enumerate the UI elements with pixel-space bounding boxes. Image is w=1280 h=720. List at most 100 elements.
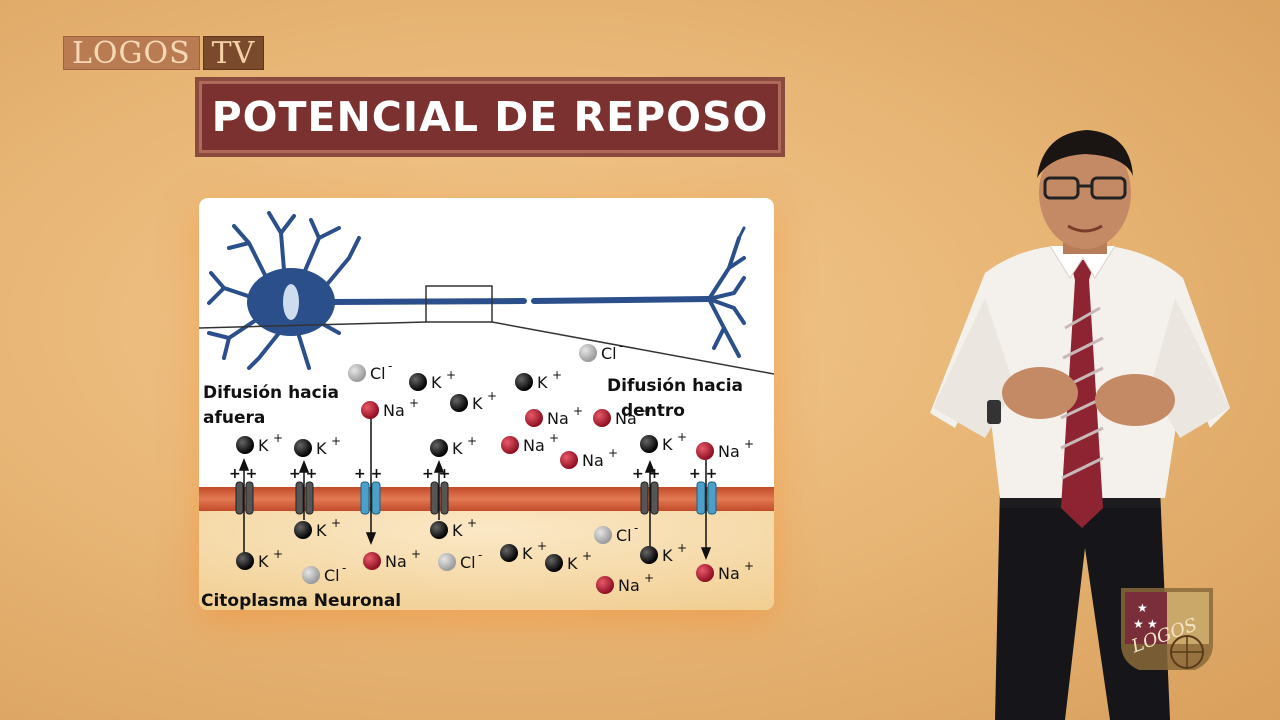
svg-text:Cl: Cl xyxy=(601,344,617,363)
ion-k: K+ xyxy=(294,434,341,458)
svg-text:K: K xyxy=(452,521,463,540)
star-icon: ★ xyxy=(1147,617,1158,631)
potassium-channel-2 xyxy=(295,481,314,515)
svg-text:Na: Na xyxy=(618,576,640,595)
svg-text:+: + xyxy=(467,434,477,448)
svg-text:Cl: Cl xyxy=(370,364,386,383)
logos-academy-badge: ★ ★ ★ LOGOS xyxy=(1117,584,1217,678)
svg-text:K: K xyxy=(472,394,483,413)
cell-membrane xyxy=(199,487,774,511)
svg-text:Na: Na xyxy=(718,442,740,461)
logos-academy-emblem: ★ ★ ★ LOGOS xyxy=(1121,588,1213,670)
svg-text:+: + xyxy=(677,541,687,555)
title-banner: POTENCIAL DE REPOSO xyxy=(195,77,785,157)
ion-cl: Cl- xyxy=(438,548,482,572)
svg-text:Na: Na xyxy=(385,552,407,571)
svg-text:Na: Na xyxy=(547,409,569,428)
svg-text:Na: Na xyxy=(718,564,740,583)
svg-text:K: K xyxy=(452,439,463,458)
star-icon: ★ xyxy=(1137,601,1148,615)
svg-text:-: - xyxy=(619,339,623,353)
ion-k: K+ xyxy=(294,516,341,540)
potassium-channel-3 xyxy=(430,481,449,515)
ion-na: Na+ xyxy=(593,404,651,428)
ion-cl: Cl- xyxy=(579,339,623,363)
svg-text:+: + xyxy=(644,571,654,585)
svg-text:K: K xyxy=(258,436,269,455)
svg-text:K: K xyxy=(316,439,327,458)
ion-na: Na + xyxy=(361,396,419,420)
ion-k: K+ xyxy=(640,541,687,565)
ion-k: K+ xyxy=(500,539,547,563)
svg-text:+: + xyxy=(331,434,341,448)
svg-text:K: K xyxy=(522,544,533,563)
logo-part-logos: LOGOS xyxy=(63,36,200,71)
ion-k: K+ xyxy=(545,549,592,573)
svg-text:-: - xyxy=(478,548,482,562)
ion-na: Na + xyxy=(525,404,583,428)
ion-k: K+ xyxy=(450,389,497,413)
label-cytoplasm: Citoplasma Neuronal xyxy=(201,591,401,610)
svg-text:+: + xyxy=(608,446,618,460)
svg-text:K: K xyxy=(567,554,578,573)
svg-text:+ +: + + xyxy=(632,466,660,482)
svg-text:+ +: + + xyxy=(422,466,450,482)
label-inward-diffusion-2: dentro xyxy=(621,401,685,421)
svg-text:+: + xyxy=(677,430,687,444)
svg-text:+: + xyxy=(744,559,754,573)
ion-na: Na + xyxy=(560,446,618,470)
svg-text:+ +: + + xyxy=(229,466,257,482)
ion-na: Na + xyxy=(596,571,654,595)
svg-text:+: + xyxy=(273,431,283,445)
ion-cl: Cl- xyxy=(594,521,638,545)
ion-cl: Cl- xyxy=(302,561,346,585)
svg-text:Cl: Cl xyxy=(616,526,632,545)
svg-text:+: + xyxy=(552,368,562,382)
ion-cl: Cl- xyxy=(348,359,392,383)
ion-k: K+ xyxy=(236,431,283,455)
svg-text:K: K xyxy=(662,546,673,565)
svg-text:+: + xyxy=(446,368,456,382)
presenter-figure xyxy=(930,130,1230,720)
svg-text:+: + xyxy=(331,516,341,530)
neuron-illustration xyxy=(207,211,746,370)
channel-charges: + + + + + + + + + + + + xyxy=(229,466,717,482)
ion-na: Na + xyxy=(696,559,754,583)
svg-text:Cl: Cl xyxy=(460,553,476,572)
diagram-svg: Difusión hacia afuera Difusión hacia den… xyxy=(199,211,774,610)
svg-text:-: - xyxy=(634,521,638,535)
svg-text:K: K xyxy=(537,373,548,392)
svg-text:+: + xyxy=(273,547,283,561)
svg-text:+: + xyxy=(467,516,477,530)
potassium-channel-1 xyxy=(235,481,254,515)
svg-text:+ +: + + xyxy=(354,466,382,482)
svg-text:Na: Na xyxy=(582,451,604,470)
svg-text:+: + xyxy=(537,539,547,553)
ion-k: K+ xyxy=(236,547,283,571)
svg-text:+: + xyxy=(411,547,421,561)
svg-text:+: + xyxy=(641,404,651,418)
svg-text:-: - xyxy=(342,561,346,575)
svg-text:K: K xyxy=(316,521,327,540)
svg-text:Na: Na xyxy=(383,401,405,420)
resting-potential-diagram: Difusión hacia afuera Difusión hacia den… xyxy=(199,198,774,610)
svg-text:+: + xyxy=(409,396,419,410)
svg-text:+ +: + + xyxy=(689,466,717,482)
sodium-channel-2 xyxy=(696,481,717,515)
ion-k: K+ xyxy=(640,430,687,454)
ion-k: K+ xyxy=(515,368,562,392)
ion-na: Na + xyxy=(696,437,754,461)
svg-text:+: + xyxy=(582,549,592,563)
svg-text:+: + xyxy=(744,437,754,451)
page-title: POTENCIAL DE REPOSO xyxy=(211,93,769,141)
ion-k: K+ xyxy=(430,434,477,458)
svg-text:+: + xyxy=(573,404,583,418)
logo-part-tv: TV xyxy=(202,36,265,71)
svg-text:+ +: + + xyxy=(289,466,317,482)
svg-text:Na: Na xyxy=(523,436,545,455)
svg-text:+: + xyxy=(487,389,497,403)
ion-k: K+ xyxy=(430,516,477,540)
svg-text:Cl: Cl xyxy=(324,566,340,585)
svg-text:K: K xyxy=(662,435,673,454)
label-outward-diffusion-2: afuera xyxy=(203,408,265,428)
